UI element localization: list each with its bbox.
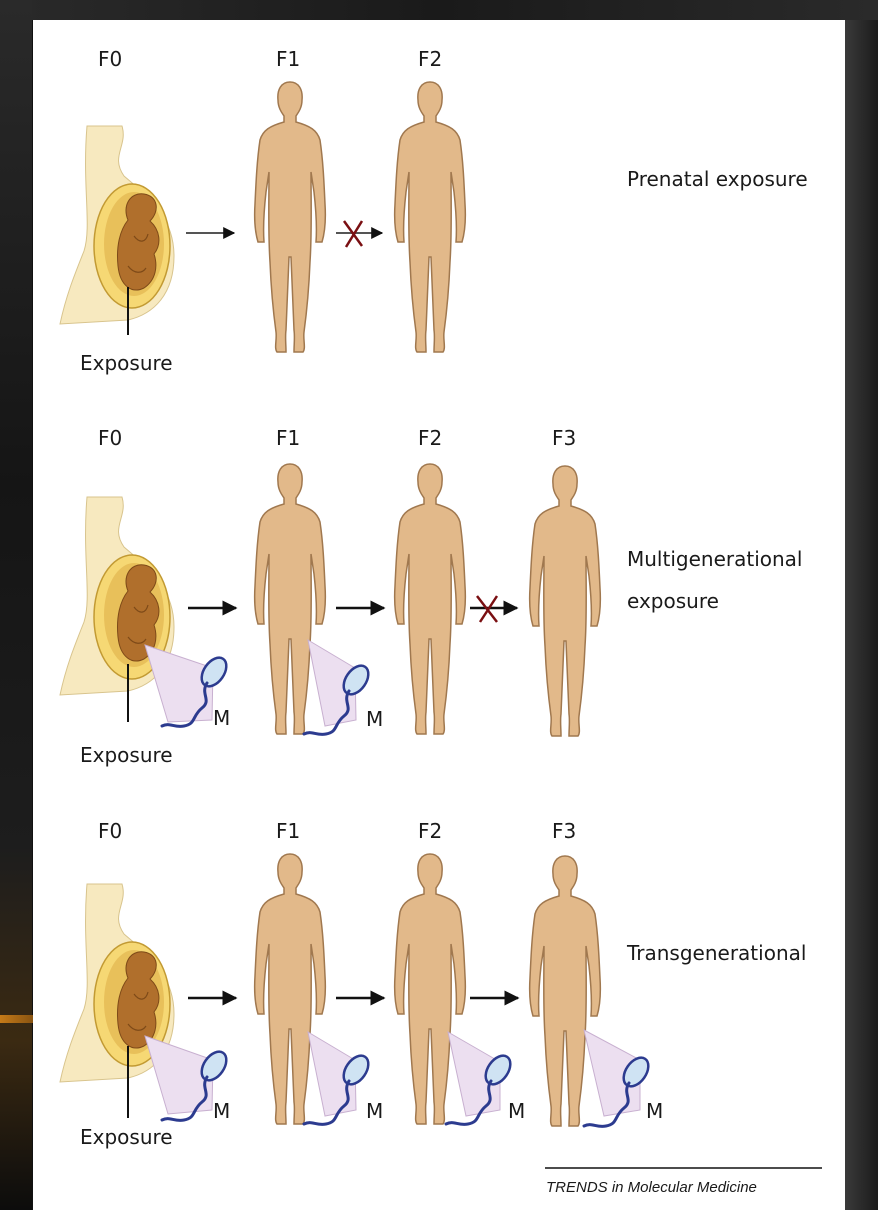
row-title-multigenerational-line2: exposure — [627, 589, 719, 613]
pregnant-mother-icon — [60, 126, 174, 324]
germline-mark-m: M — [213, 706, 230, 730]
generation-label-f3: F3 — [552, 426, 576, 450]
exposure-label: Exposure — [80, 743, 173, 767]
generation-label-f1: F1 — [276, 426, 300, 450]
human-figure-icon — [255, 854, 326, 1124]
row-title-multigenerational-line1: Multigenerational — [627, 547, 802, 571]
human-figure-icon — [255, 82, 326, 352]
generation-label-f2: F2 — [418, 47, 442, 71]
germline-mark-m: M — [646, 1099, 663, 1123]
germline-mark-m: M — [508, 1099, 525, 1123]
germline-mark-m: M — [366, 707, 383, 731]
generation-label-f1: F1 — [276, 47, 300, 71]
exposure-label: Exposure — [80, 351, 173, 375]
human-figure-icon — [530, 466, 601, 736]
row-multigenerational: F0 F1 F2 F3 Exposure M M Multigeneration… — [60, 426, 802, 767]
human-figure-icon — [255, 464, 326, 734]
generation-label-f2: F2 — [418, 426, 442, 450]
human-figure-icon — [530, 856, 601, 1126]
generation-label-f0: F0 — [98, 819, 122, 843]
germline-mark-m: M — [366, 1099, 383, 1123]
human-figure-icon — [395, 464, 466, 734]
generation-label-f3: F3 — [552, 819, 576, 843]
row-transgenerational: F0 F1 F2 F3 Exposure M M M M Transgenera… — [60, 819, 806, 1149]
human-figure-icon — [395, 82, 466, 352]
row-title-transgenerational: Transgenerational — [626, 941, 806, 965]
generation-label-f0: F0 — [98, 47, 122, 71]
row-prenatal: F0 F1 F2 Exposure Prenatal exposure — [60, 47, 808, 375]
generation-label-f2: F2 — [418, 819, 442, 843]
exposure-label: Exposure — [80, 1125, 173, 1149]
blocked-arrow-icon — [336, 221, 382, 247]
row-title-prenatal: Prenatal exposure — [627, 167, 808, 191]
generation-label-f1: F1 — [276, 819, 300, 843]
source-credit: TRENDS in Molecular Medicine — [546, 1179, 757, 1196]
germline-mark-m: M — [213, 1099, 230, 1123]
blocked-arrow-icon — [470, 596, 517, 622]
human-figure-icon — [395, 854, 466, 1124]
generation-label-f0: F0 — [98, 426, 122, 450]
